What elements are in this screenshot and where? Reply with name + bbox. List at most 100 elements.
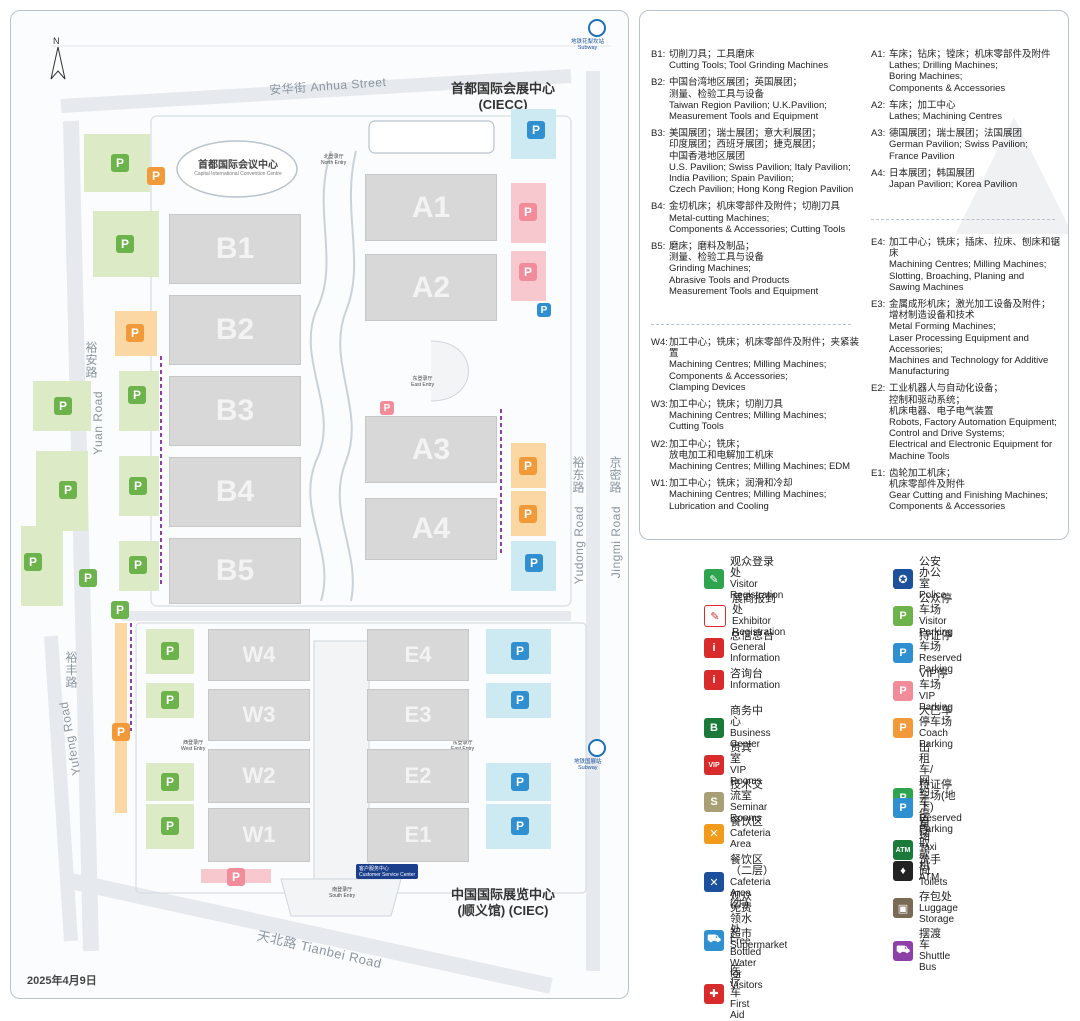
subway-label-en: Subway	[577, 45, 598, 51]
customer-service: 客户服务中心 Customer Service Center	[356, 864, 419, 879]
legend-item-en: Police	[919, 590, 947, 601]
watermark-glyph: ▲	[915, 51, 1068, 281]
site-map: N 安华街 Anhua Street 裕安路 Yuan Road 裕东路 Yud…	[10, 10, 629, 999]
police-icon: ✪	[893, 569, 913, 589]
hall-entry: B5:磨床；磨料及制品； 测量、检验工具与设备 Grinding Machine…	[651, 241, 866, 297]
legend-item-en: Toilets	[919, 876, 948, 888]
visitor-parking-icon: P	[129, 556, 147, 574]
hall-entry: W4:加工中心；铣床；机床零部件及附件；夹紧装置 Machining Centr…	[651, 337, 866, 393]
underground-parking-icon: P	[893, 797, 913, 818]
hall-entry-code: B3:	[651, 128, 666, 140]
legend-item-en: First Aid	[730, 999, 750, 1021]
legend-item-en: Reserved Parking	[919, 653, 962, 676]
luggage-icon: ▣	[893, 898, 913, 919]
atm-icon: ATM	[893, 840, 913, 861]
hall-entry-code: A1:	[871, 49, 886, 60]
subway-station-label-zh: 地铁国展站	[574, 759, 602, 765]
supermarket-icon: ⛟	[704, 930, 724, 950]
hall-e4[interactable]: E4	[367, 629, 469, 681]
reserved-parking-icon: P	[511, 691, 529, 709]
legend-item-en: Taxi	[919, 842, 937, 853]
vip-parking-icon: P	[893, 680, 913, 701]
legend-item-en: Information	[730, 679, 781, 691]
hall-entry-code: B1:	[651, 49, 666, 60]
hall-entry-code: A3:	[871, 128, 886, 140]
hall-e3[interactable]: E3	[367, 689, 469, 741]
hall-w4[interactable]: W4	[208, 629, 310, 681]
hall-entry-desc: 工业机器人与自动化设备； 控制和驱动系统； 机床电器、电子电气装置 Robots…	[889, 383, 1057, 462]
venue-ciecc: 首都国际会展中心 (CIECC)	[451, 81, 555, 113]
reserved-parking-icon: P	[511, 642, 529, 660]
legend-item-zh: 贵宾室	[730, 742, 752, 765]
hall-list-left: B1:切削刀具；工具磨床 Cutting Tools; Tool Grindin…	[651, 49, 866, 303]
hall-entry: A3:德国展团；瑞士展团；法国展团 German Pavilion; Swiss…	[871, 128, 1061, 162]
hall-e2[interactable]: E2	[367, 749, 469, 803]
hall-a2[interactable]: A2	[365, 254, 497, 321]
cafeteria-icon: ✕	[704, 823, 724, 844]
hall-a3[interactable]: A3	[365, 416, 497, 483]
hall-entry-code: W3:	[651, 399, 668, 411]
visitor-parking-icon: P	[116, 235, 134, 253]
legend-item-en: Cafeteria Area	[730, 828, 771, 851]
hall-entry-desc: 切削刀具；工具磨床 Cutting Tools; Tool Grinding M…	[669, 49, 829, 72]
hall-a1[interactable]: A1	[365, 174, 497, 241]
hall-e1[interactable]: E1	[367, 808, 469, 862]
hall-entry-code: E4:	[871, 237, 886, 248]
hall-b4[interactable]: B4	[169, 457, 301, 527]
hall-entry-desc: 车床；钻床；镗床；机床零部件及附件 Lathes; Drilling Machi…	[889, 49, 1051, 94]
hall-entry: B4:金切机床；机床零部件及附件；切削刀具 Metal-cutting Mach…	[651, 201, 866, 235]
hall-b3[interactable]: B3	[169, 376, 301, 446]
hall-a4[interactable]: A4	[365, 498, 497, 560]
legend-item-zh: 餐饮区（二层）	[730, 853, 774, 877]
hall-entry-desc: 加工中心；铣床；机床零部件及附件；夹紧装置 Machining Centres;…	[669, 337, 860, 393]
legend-item-en: VIP Parking	[919, 690, 953, 713]
hall-w3[interactable]: W3	[208, 689, 310, 741]
hall-entry-code: E3:	[871, 299, 886, 311]
vip-parking-icon: P	[519, 263, 537, 281]
subway-icon	[588, 19, 606, 37]
visitor-parking-icon: P	[111, 154, 129, 172]
visitor-parking-icon: P	[161, 642, 179, 660]
venue-ciec-en: (顺义馆) (CIEC)	[457, 903, 549, 918]
compass-label: N	[53, 36, 60, 46]
hall-b1[interactable]: B1	[169, 214, 301, 284]
legend-item-zh: 总信息台	[730, 630, 774, 643]
hall-entry: A2:车床；加工中心 Lathes; Machining Centres	[871, 100, 1061, 122]
hall-b2[interactable]: B2	[169, 295, 301, 365]
hall-b5[interactable]: B5	[169, 538, 301, 604]
legend-item-zh: 大巴车停车场	[919, 704, 952, 728]
street-jingmi-en: Jingmi Road	[609, 506, 623, 579]
hall-list-left-2: W4:加工中心；铣床；机床零部件及附件；夹紧装置 Machining Centr…	[651, 337, 866, 518]
hall-entry: A4:日本展团；韩国展团 Japan Pavilion; Korea Pavil…	[871, 168, 1061, 190]
venue-ciec-zh: 中国国际展览中心	[451, 887, 556, 902]
hall-w1[interactable]: W1	[208, 808, 310, 862]
conference-centre-en: Capital International Convention Centre	[194, 171, 282, 177]
south-entry: 南登录厅 South Entry	[329, 886, 355, 899]
hall-directory-panel: ▲ B1:切削刀具；工具磨床 Cutting Tools; Tool Grind…	[639, 10, 1069, 540]
underground-parking-icon: P	[537, 303, 551, 317]
hall-w2[interactable]: W2	[208, 749, 310, 803]
reserved-parking-icon: P	[511, 773, 529, 791]
legend-item-en: Reserved Parking	[919, 813, 962, 836]
legend-item-zh: 持证停车场	[919, 630, 952, 654]
hall-entry: E2:工业机器人与自动化设备； 控制和驱动系统； 机床电器、电子电气装置 Rob…	[871, 383, 1066, 461]
coach-parking-icon: P	[519, 457, 537, 475]
street-yudong-zh: 裕东路	[571, 456, 585, 494]
east-entry-zh: 东登录厅	[412, 376, 433, 382]
coach-parking-icon: P	[112, 723, 130, 741]
coach-parking-icon: P	[893, 717, 913, 738]
legend-item-en: ATM	[919, 872, 940, 884]
